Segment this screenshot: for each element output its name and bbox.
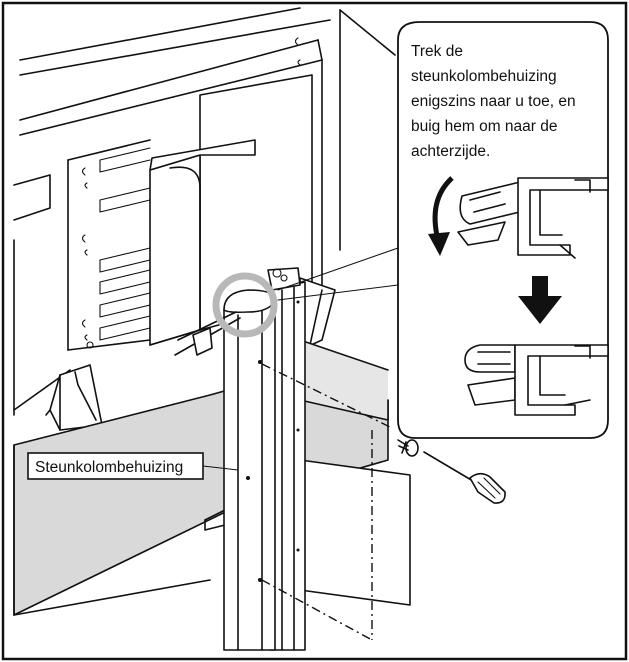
- part-label-box: [27, 452, 204, 480]
- callout-line-4: buig hem om naar de: [411, 118, 557, 135]
- part-label-leader: [202, 465, 239, 471]
- left-foot: [45, 364, 103, 431]
- tv-back-panel: [13, 7, 396, 416]
- screw-path: [261, 363, 393, 641]
- callout-line-1: Trek de: [411, 43, 463, 60]
- callout-line-5: achterzijde.: [411, 143, 490, 160]
- screw-icon: [397, 439, 419, 457]
- leader-line: [277, 247, 399, 291]
- cross-section-after: [464, 344, 609, 416]
- curved-arrow-down-icon: [428, 176, 454, 256]
- part-label-text: Steunkolombehuizing: [35, 459, 183, 476]
- cross-section-before: [457, 177, 609, 259]
- callout-box: [397, 21, 609, 439]
- highlight-ring: [212, 272, 278, 338]
- lower-stand-box: [204, 339, 411, 606]
- mount-box: [149, 74, 313, 346]
- down-arrow-icon: [518, 276, 562, 324]
- callout-line-3: enigszins naar u toe, en: [411, 93, 576, 110]
- screwdriver-icon: [423, 451, 506, 504]
- callout-instruction: Trek de steunkolombehuizing enigszins na…: [411, 43, 576, 160]
- column-cover: [174, 267, 306, 651]
- part-label: Steunkolombehuizing: [27, 452, 239, 480]
- callout-line-2: steunkolombehuizing: [411, 68, 557, 85]
